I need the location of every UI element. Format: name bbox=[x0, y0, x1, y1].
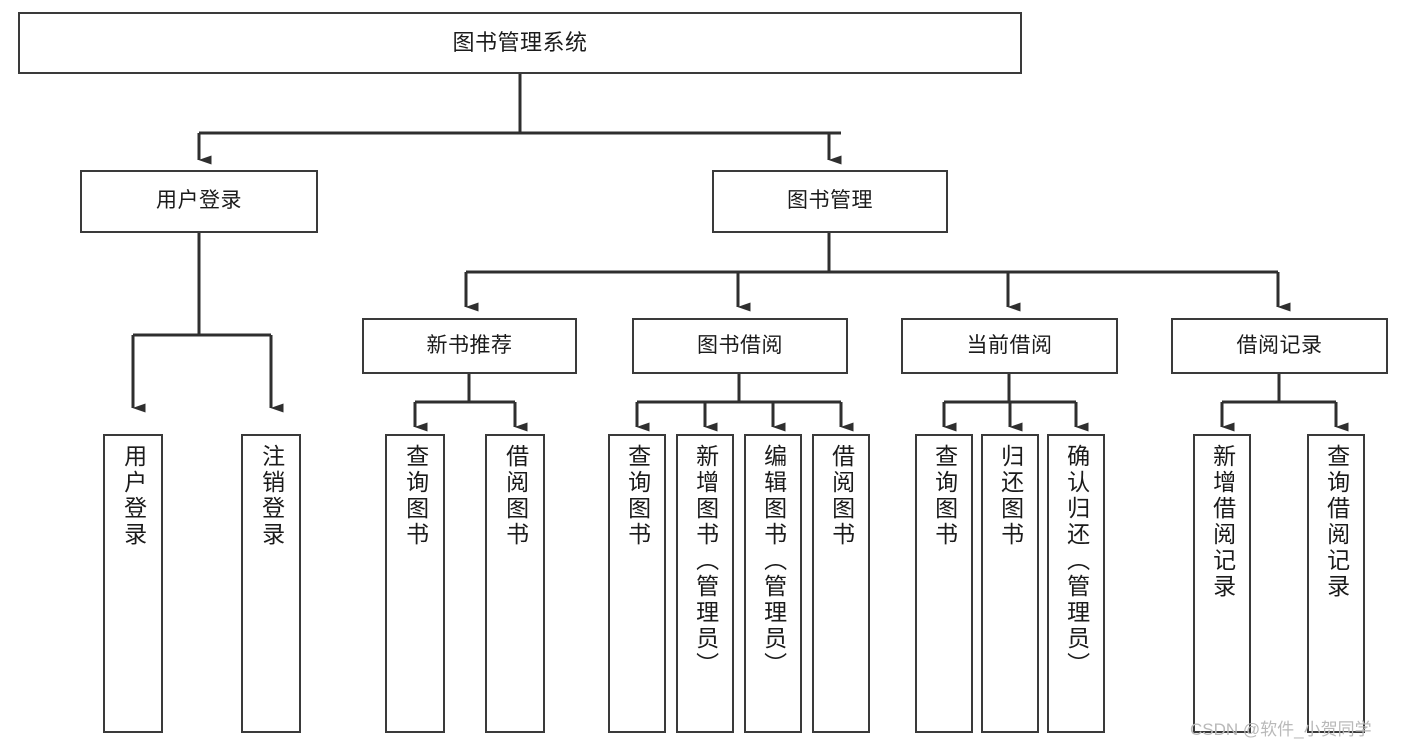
node-label: 当前借阅 bbox=[966, 333, 1053, 357]
leaf-current-borrow-return[interactable]: 归还图书 bbox=[981, 434, 1039, 733]
node-label: 借阅记录 bbox=[1236, 333, 1323, 357]
leaf-borrow-record-add[interactable]: 新增借阅记录 bbox=[1193, 434, 1251, 733]
node-label: 新书推荐 bbox=[426, 333, 513, 357]
node-label: 用户登录 bbox=[156, 189, 242, 213]
leaf-user-login-logout[interactable]: 注销登录 bbox=[241, 434, 301, 733]
node-label: 查询图书 bbox=[624, 444, 651, 548]
node-new-book-recommend[interactable]: 新书推荐 bbox=[362, 318, 577, 374]
leaf-book-borrow-add[interactable]: 新增图书（管理员） bbox=[676, 434, 734, 733]
leaf-new-book-borrow[interactable]: 借阅图书 bbox=[485, 434, 545, 733]
node-user-login[interactable]: 用户登录 bbox=[80, 170, 318, 233]
leaf-new-book-query[interactable]: 查询图书 bbox=[385, 434, 445, 733]
node-book-management[interactable]: 图书管理 bbox=[712, 170, 948, 233]
node-label: 确认归还（管理员） bbox=[1063, 444, 1090, 678]
node-label: 图书管理 bbox=[787, 189, 873, 213]
node-label: 新增图书（管理员） bbox=[692, 444, 719, 678]
node-current-borrow[interactable]: 当前借阅 bbox=[901, 318, 1118, 374]
node-borrow-record[interactable]: 借阅记录 bbox=[1171, 318, 1388, 374]
watermark-text: CSDN @软件_小贺同学 bbox=[1190, 720, 1372, 739]
node-label: 图书借阅 bbox=[697, 333, 783, 357]
node-label: 图书管理系统 bbox=[452, 30, 588, 56]
node-label: 借阅图书 bbox=[502, 444, 529, 548]
node-label: 新增借阅记录 bbox=[1209, 444, 1236, 600]
leaf-book-borrow-edit[interactable]: 编辑图书（管理员） bbox=[744, 434, 802, 733]
node-label: 编辑图书（管理员） bbox=[760, 444, 787, 678]
node-label: 用户登录 bbox=[120, 444, 147, 548]
leaf-current-borrow-confirm-return[interactable]: 确认归还（管理员） bbox=[1047, 434, 1105, 733]
leaf-book-borrow-borrow[interactable]: 借阅图书 bbox=[812, 434, 870, 733]
node-label: 查询图书 bbox=[931, 444, 958, 548]
node-label: 查询借阅记录 bbox=[1323, 444, 1350, 600]
node-root-system[interactable]: 图书管理系统 bbox=[18, 12, 1022, 74]
node-label: 借阅图书 bbox=[828, 444, 855, 548]
node-label: 归还图书 bbox=[997, 444, 1024, 548]
leaf-current-borrow-query[interactable]: 查询图书 bbox=[915, 434, 973, 733]
leaf-book-borrow-query[interactable]: 查询图书 bbox=[608, 434, 666, 733]
leaf-user-login-login[interactable]: 用户登录 bbox=[103, 434, 163, 733]
node-label: 注销登录 bbox=[258, 444, 285, 548]
node-book-borrow[interactable]: 图书借阅 bbox=[632, 318, 848, 374]
node-label: 查询图书 bbox=[402, 444, 429, 548]
leaf-borrow-record-query[interactable]: 查询借阅记录 bbox=[1307, 434, 1365, 733]
